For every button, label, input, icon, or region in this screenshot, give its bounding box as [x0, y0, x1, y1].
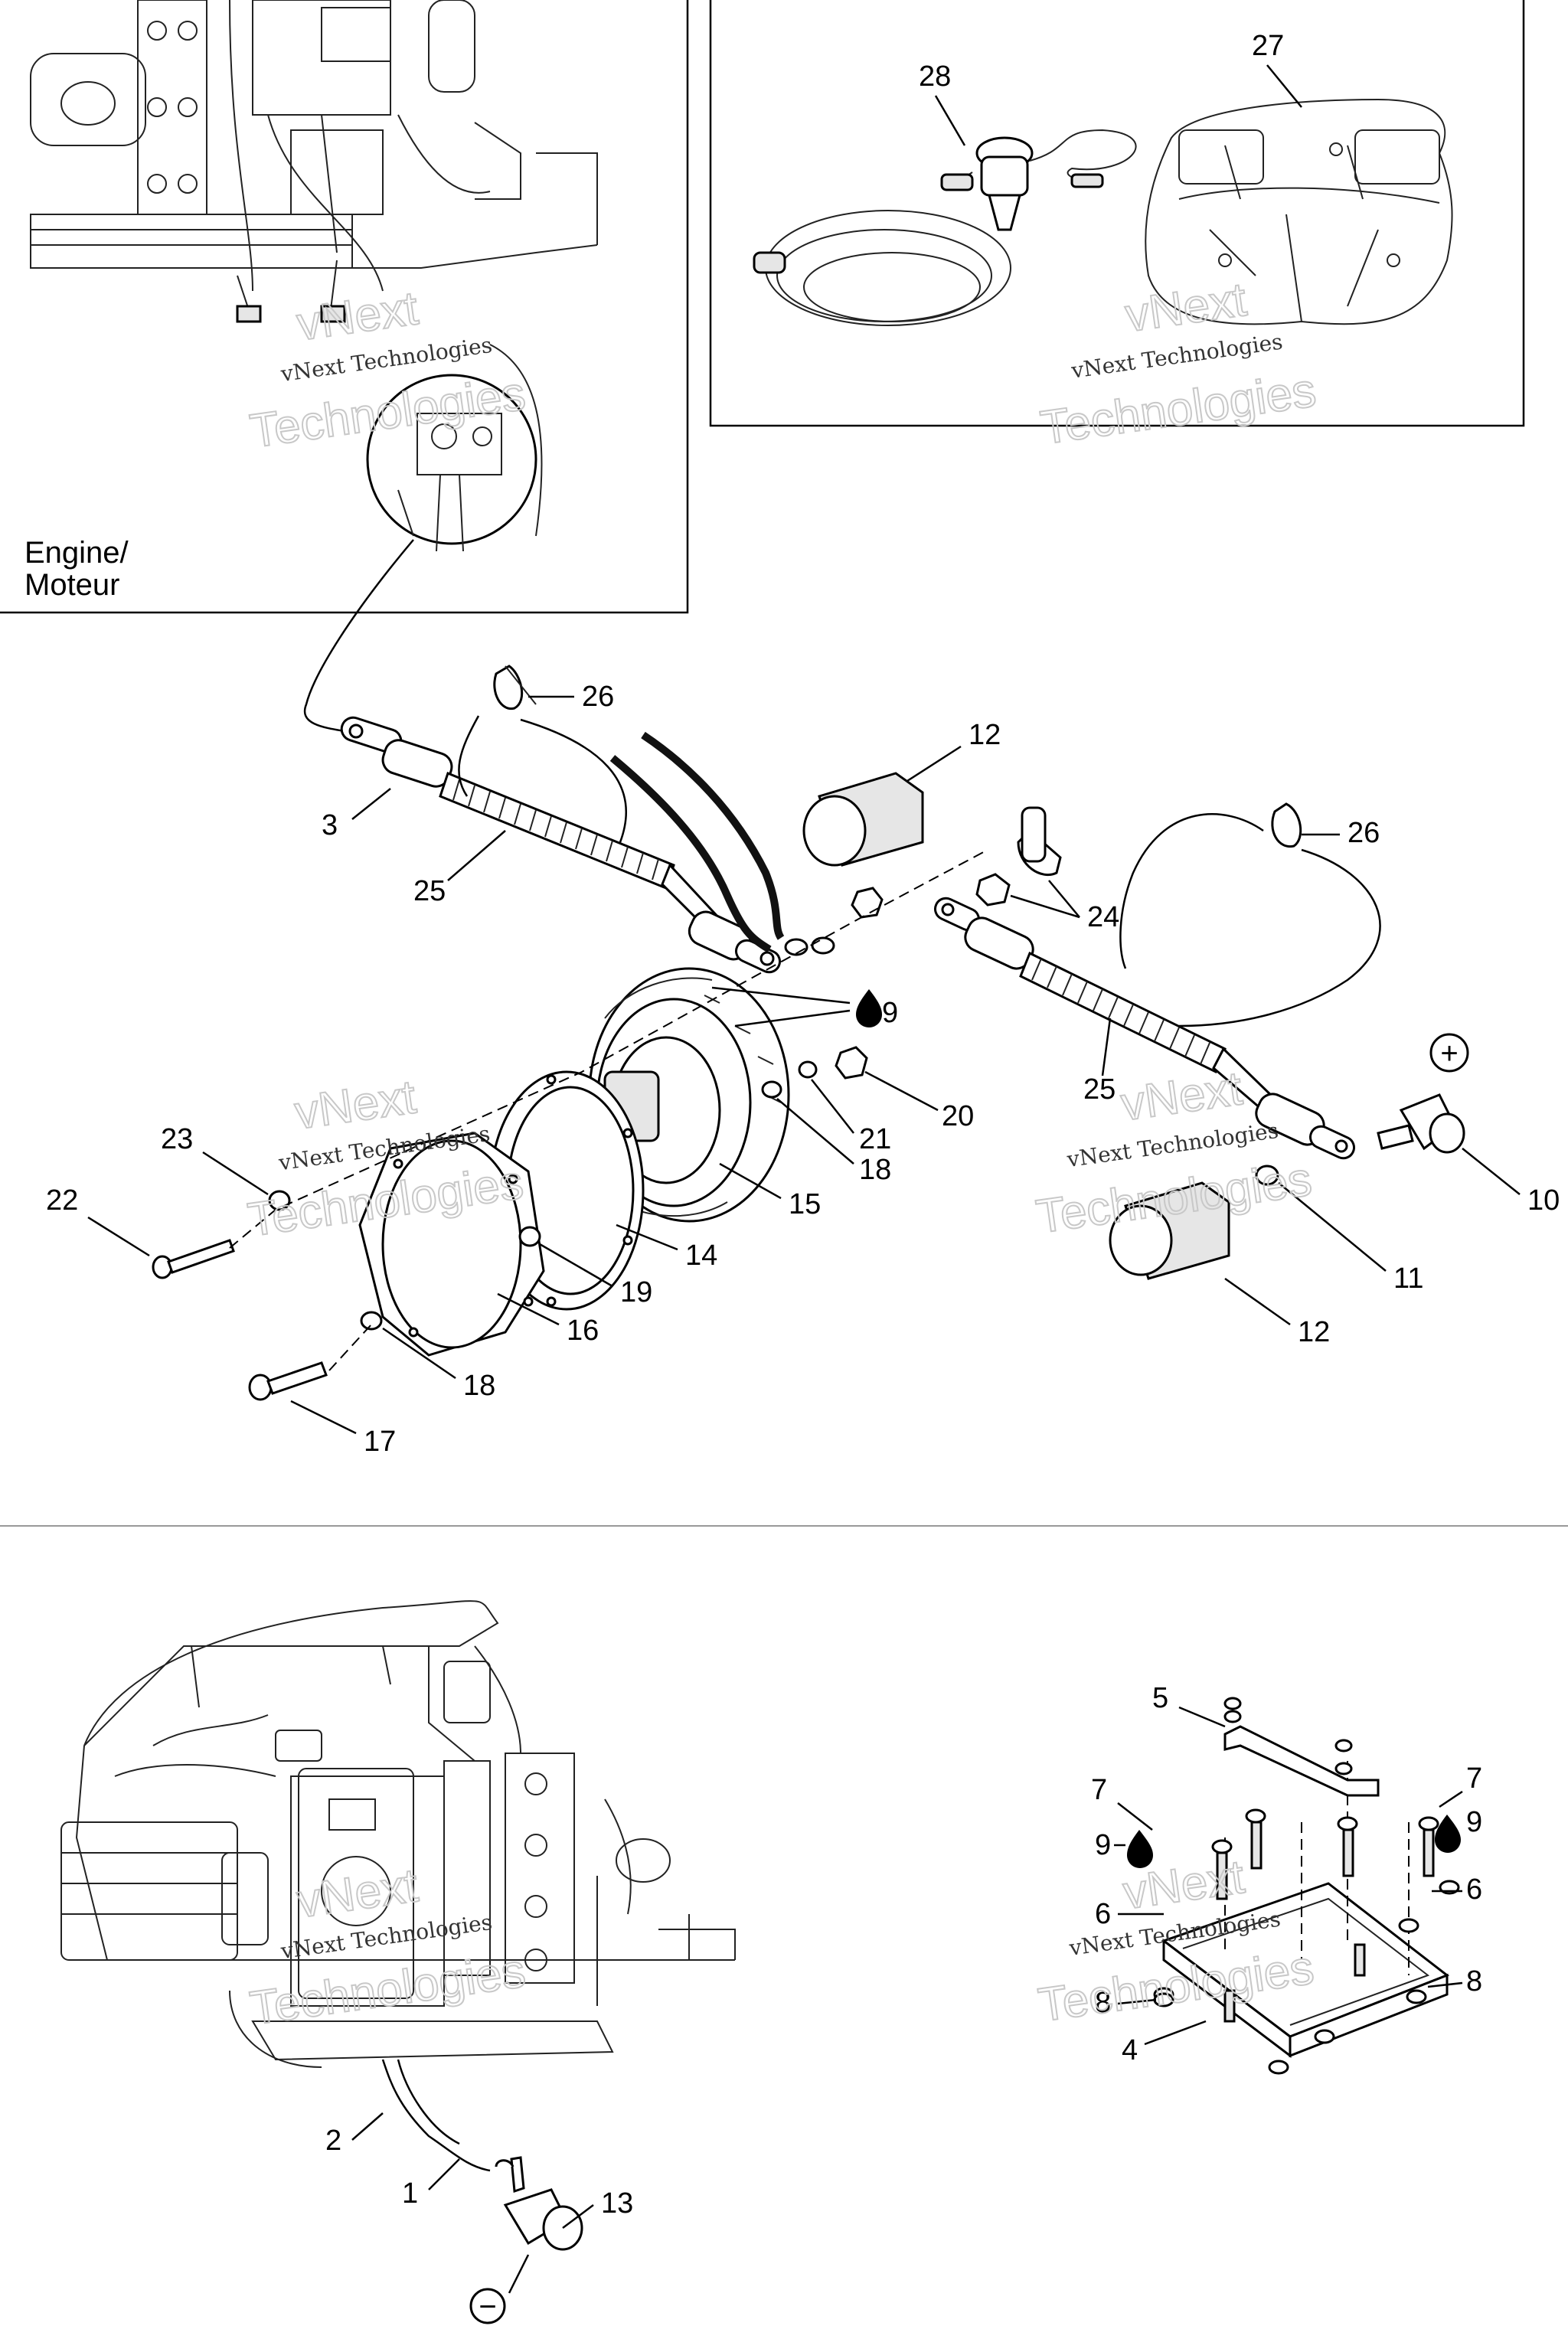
- callout-26-right: 26: [1348, 817, 1380, 849]
- callout-6-right: 6: [1466, 1873, 1482, 1906]
- part-16-plate: [358, 1132, 545, 1357]
- plus-circle-icon: +: [1429, 1033, 1469, 1073]
- watermark-tiny: vNext: [1122, 273, 1250, 342]
- callout-21: 21: [859, 1123, 891, 1155]
- callout-16: 16: [567, 1315, 599, 1347]
- callout-13: 13: [601, 2187, 633, 2220]
- callout-27: 27: [1252, 30, 1284, 62]
- negative-symbol: −: [479, 2290, 496, 2324]
- callout-5: 5: [1152, 1682, 1168, 1714]
- part-28-sensor: [753, 129, 1137, 326]
- engine-label: Engine/: [24, 536, 129, 570]
- callout-20: 20: [942, 1100, 974, 1132]
- positive-symbol: +: [1440, 1037, 1458, 1070]
- callout-10: 10: [1527, 1184, 1560, 1217]
- engine-inset: Engine/ Moteur: [0, 0, 689, 614]
- callout-18-lower: 18: [463, 1370, 495, 1402]
- callout-25-left: 25: [413, 875, 446, 907]
- magnifier-detail: [366, 374, 537, 552]
- watermark-tiny: vNext: [1118, 1062, 1246, 1131]
- watermark-tiny: vNext: [292, 1070, 420, 1139]
- callout-9-middle: 9: [882, 997, 898, 1029]
- part-20-nut: [835, 1046, 868, 1080]
- callout-9-left: 9: [1095, 1829, 1111, 1861]
- oil-drop-icon: [856, 989, 882, 1027]
- part-12-boot-bottom: [1109, 1181, 1230, 1280]
- exploded-assembly: 26 12: [46, 539, 1560, 1458]
- part-18-washer-lower: [360, 1311, 383, 1331]
- part-25-cable-right: [933, 897, 1356, 1160]
- callout-25-right: 25: [1083, 1073, 1116, 1106]
- callout-7-left: 7: [1091, 1774, 1107, 1806]
- minus-circle-icon: −: [469, 2288, 506, 2324]
- watermark-tiny: vNext: [294, 282, 422, 351]
- accessory-inset: 28 27: [709, 0, 1525, 427]
- callout-8-right: 8: [1466, 1965, 1482, 1998]
- part-3-cable: [340, 716, 782, 974]
- callout-7-right: 7: [1466, 1762, 1482, 1795]
- part-26-ziptie-right: [1119, 802, 1381, 1027]
- callout-22: 22: [46, 1184, 78, 1217]
- callout-17: 17: [364, 1426, 396, 1458]
- callout-14: 14: [685, 1240, 717, 1272]
- oil-drop-icon-left: [1127, 1830, 1153, 1868]
- part-11-washer: [1255, 1165, 1279, 1186]
- callout-2: 2: [325, 2125, 341, 2157]
- callout-26-left: 26: [582, 681, 614, 713]
- part-27-cover: [1145, 98, 1453, 325]
- engine-sketch-top: [30, 0, 598, 537]
- callout-4: 4: [1122, 2034, 1138, 2066]
- callout-18-upper: 18: [859, 1154, 891, 1186]
- part-10-clamp: [1377, 1093, 1465, 1154]
- callout-6-left: 6: [1095, 1898, 1111, 1930]
- part-26-ziptie-left: [458, 665, 627, 843]
- callout-15: 15: [789, 1188, 821, 1220]
- callout-23: 23: [161, 1123, 193, 1155]
- callout-9-right: 9: [1466, 1806, 1482, 1838]
- oil-drop-icon-right: [1435, 1815, 1461, 1853]
- callout-1: 1: [402, 2177, 418, 2210]
- part-18-washer: [761, 1080, 782, 1099]
- battery-tray-assembly: [1153, 1697, 1460, 2075]
- part-12-boot-top: [802, 772, 924, 867]
- engine-label-fr: Moteur: [24, 568, 120, 602]
- watermark-tiny: vNext: [294, 1859, 422, 1928]
- part-21-lockwasher: [798, 1060, 818, 1079]
- callout-12-bottom: 12: [1298, 1316, 1330, 1348]
- callout-12-top: 12: [969, 719, 1001, 751]
- callout-19: 19: [620, 1276, 652, 1308]
- part-22-screw: [152, 1239, 235, 1279]
- callout-24: 24: [1087, 901, 1119, 933]
- callout-11: 11: [1393, 1263, 1423, 1295]
- callout-28: 28: [919, 60, 951, 93]
- callout-8-left: 8: [1095, 1987, 1111, 2019]
- part-24-fitting: [975, 806, 1062, 906]
- callout-3: 3: [322, 809, 338, 841]
- part-19-grommet: [518, 1226, 541, 1247]
- part-17-screw: [248, 1361, 328, 1401]
- part-13-clamp: [495, 2156, 583, 2251]
- engine-view-bottom: [60, 1600, 736, 2172]
